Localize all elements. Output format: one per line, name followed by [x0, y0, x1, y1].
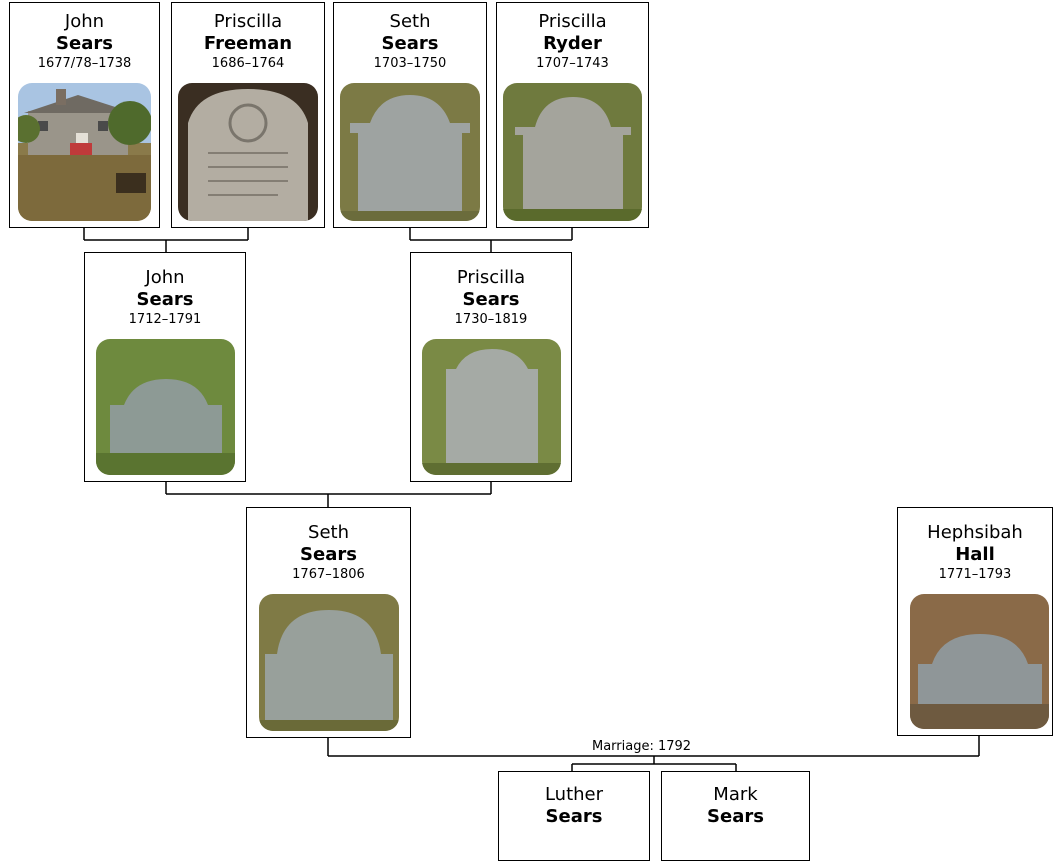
life-dates: 1767–1806: [247, 567, 410, 583]
gravestone-photo: [422, 339, 561, 475]
life-dates: 1677/78–1738: [10, 56, 159, 72]
given-name: Seth: [247, 522, 410, 544]
life-dates: 1771–1793: [898, 567, 1052, 583]
person-box-hephsibah-hall[interactable]: Hephsibah Hall 1771–1793: [897, 507, 1053, 736]
surname: Sears: [334, 33, 486, 55]
person-box-luther-sears[interactable]: Luther Sears: [498, 771, 650, 861]
surname: Sears: [85, 289, 245, 311]
given-name: Hephsibah: [898, 522, 1052, 544]
person-box-seth-sears[interactable]: Seth Sears 1767–1806: [246, 507, 411, 738]
given-name: Luther: [499, 784, 649, 806]
surname: Sears: [662, 806, 809, 828]
surname: Ryder: [497, 33, 648, 55]
person-box-seth-sears[interactable]: Seth Sears 1703–1750: [333, 2, 487, 228]
surname: Freeman: [172, 33, 324, 55]
person-box-priscilla-sears[interactable]: Priscilla Sears 1730–1819: [410, 252, 572, 482]
surname: Sears: [10, 33, 159, 55]
given-name: Seth: [334, 11, 486, 33]
person-box-john-sears[interactable]: John Sears 1712–1791: [84, 252, 246, 482]
gravestone-photo: [96, 339, 235, 475]
given-name: John: [10, 11, 159, 33]
surname: Sears: [411, 289, 571, 311]
life-dates: 1703–1750: [334, 56, 486, 72]
life-dates: 1730–1819: [411, 312, 571, 328]
marriage-label: Marriage: 1792: [590, 739, 693, 754]
surname: Hall: [898, 544, 1052, 566]
gravestone-photo: [259, 594, 399, 731]
person-box-mark-sears[interactable]: Mark Sears: [661, 771, 810, 861]
surname: Sears: [247, 544, 410, 566]
person-box-priscilla-ryder[interactable]: Priscilla Ryder 1707–1743: [496, 2, 649, 228]
given-name: Priscilla: [411, 267, 571, 289]
given-name: Mark: [662, 784, 809, 806]
given-name: Priscilla: [172, 11, 324, 33]
house-photo: [18, 83, 151, 221]
person-box-john-sears[interactable]: John Sears 1677/78–1738: [9, 2, 160, 228]
life-dates: 1686–1764: [172, 56, 324, 72]
gravestone-photo: [910, 594, 1049, 729]
given-name: John: [85, 267, 245, 289]
life-dates: 1712–1791: [85, 312, 245, 328]
gravestone-photo: [340, 83, 480, 221]
person-box-priscilla-freeman[interactable]: Priscilla Freeman 1686–1764: [171, 2, 325, 228]
surname: Sears: [499, 806, 649, 828]
given-name: Priscilla: [497, 11, 648, 33]
gravestone-photo: [503, 83, 642, 221]
gravestone-photo: [178, 83, 318, 221]
life-dates: 1707–1743: [497, 56, 648, 72]
